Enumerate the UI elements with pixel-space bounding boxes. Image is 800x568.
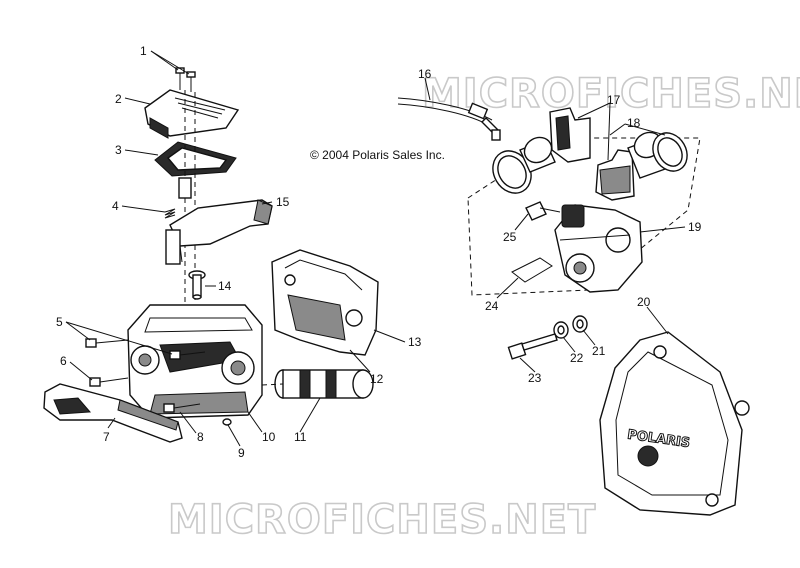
brake-pad-right [595,149,635,201]
leader-lines [65,50,686,447]
callout-6: 6 [60,354,67,368]
callout-12: 12 [370,372,384,386]
callout-numbers: 1 2 3 4 5 6 7 8 9 10 11 12 13 14 15 16 1… [56,44,702,460]
piston [261,369,374,399]
master-cylinder-assembly [43,67,379,443]
gear-case-cover: POLARIS [599,331,750,516]
master-cylinder-body [127,304,263,419]
callout-17: 17 [607,93,621,107]
caliper-body [554,204,643,293]
brake-pad-left [549,107,591,163]
retaining-clip [511,257,553,283]
callout-8: 8 [197,430,204,444]
callout-2: 2 [115,92,122,106]
bleeder-valve [525,201,561,221]
handlebar-clamp [271,249,379,356]
cover-screws [175,67,196,92]
washers [553,315,588,339]
callout-16: 16 [418,67,432,81]
watermark-bottom: MICROFICHES.NET [168,497,596,543]
caliper-bolt [507,333,558,360]
callout-19: 19 [688,220,702,234]
brake-lever-arm [165,199,273,265]
right-piston-seal [627,131,688,179]
callout-5: 5 [56,315,63,329]
callout-25: 25 [503,230,517,244]
reservoir-cover [144,89,240,139]
pivot-screw [163,403,201,413]
mounting-bolts [85,338,206,360]
callout-21: 21 [592,344,606,358]
callout-3: 3 [115,143,122,157]
callout-22: 22 [570,351,584,365]
left-piston-seal [492,136,556,194]
callout-4: 4 [112,199,119,213]
callout-11: 11 [294,430,307,444]
pivot-pin [188,270,206,300]
brake-hose [397,97,501,141]
callout-1: 1 [140,44,147,58]
callout-13: 13 [408,335,422,349]
callout-23: 23 [528,371,542,385]
callout-10: 10 [262,430,276,444]
callout-18: 18 [627,116,641,130]
copyright-text: © 2004 Polaris Sales Inc. [310,148,445,162]
small-washer [222,418,232,426]
lever-screw [89,377,129,387]
callout-24: 24 [485,299,499,313]
callout-14: 14 [218,279,232,293]
callout-7: 7 [103,430,110,444]
spring [164,208,176,219]
callout-15: 15 [276,195,290,209]
callout-20: 20 [637,295,651,309]
hand-lever [43,383,183,443]
callout-9: 9 [238,446,245,460]
caliper-assembly: POLARIS [397,97,750,516]
